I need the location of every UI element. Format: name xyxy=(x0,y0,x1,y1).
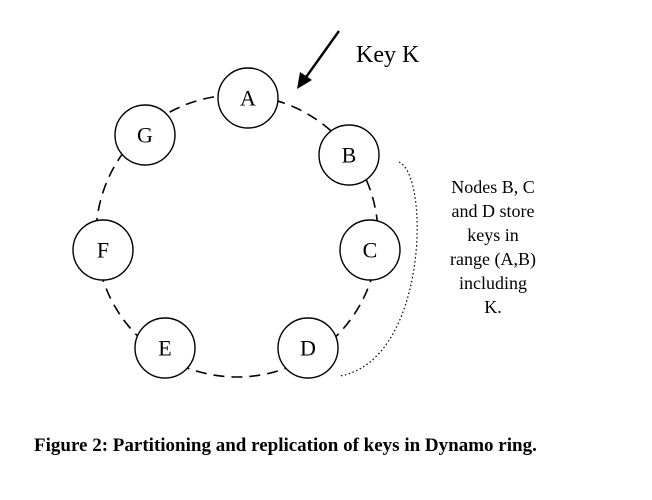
replication-range-bracket xyxy=(339,161,418,377)
ring-node-b: B xyxy=(318,124,380,186)
ring-node-f-circle xyxy=(72,219,134,281)
ring-node-a-label: A xyxy=(240,86,256,111)
ring-node-g-label: G xyxy=(137,123,153,148)
ring-node-b-circle xyxy=(318,124,380,186)
ring-node-d: D xyxy=(277,317,339,379)
key-arrow-head xyxy=(297,72,312,89)
ring-node-a-circle xyxy=(217,67,279,129)
ring-node-e-circle xyxy=(134,317,196,379)
key-arrow-line xyxy=(303,30,340,81)
ring-node-g-circle xyxy=(114,104,176,166)
annotation-line-5: including xyxy=(459,273,527,293)
ring-node-c-circle xyxy=(339,219,401,281)
replication-annotation: Nodes B, C and D store keys in range (A,… xyxy=(450,177,536,317)
ring-node-b-label: B xyxy=(342,143,357,168)
ring-node-g: G xyxy=(114,104,176,166)
annotation-line-3: keys in xyxy=(467,225,519,245)
annotation-line-4: range (A,B) xyxy=(450,249,536,270)
annotation-line-6: K. xyxy=(484,297,502,317)
figure-caption: Figure 2: Partitioning and replication o… xyxy=(34,435,537,456)
ring-node-f: F xyxy=(72,219,134,281)
ring-node-d-circle xyxy=(277,317,339,379)
annotation-line-2: and D store xyxy=(452,201,535,221)
ring-node-c-label: C xyxy=(363,238,378,263)
ring-node-f-label: F xyxy=(97,238,109,263)
ring-node-a: A xyxy=(217,67,279,129)
ring-node-e-label: E xyxy=(158,336,171,361)
ring-node-d-label: D xyxy=(300,336,316,361)
annotation-line-1: Nodes B, C xyxy=(451,177,535,197)
key-label: Key K xyxy=(356,42,420,68)
ring-node-c: C xyxy=(339,219,401,281)
ring-node-e: E xyxy=(134,317,196,379)
